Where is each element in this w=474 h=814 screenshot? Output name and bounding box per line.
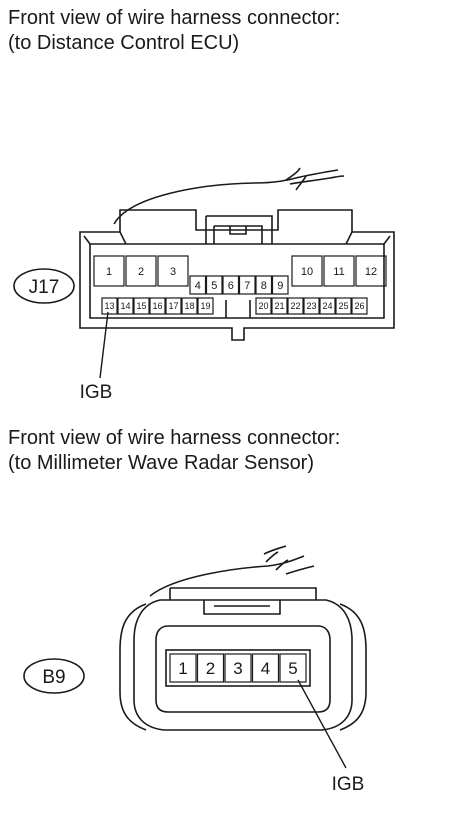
j17-id-ellipse: [13, 268, 75, 304]
j17-pin-6: 6: [228, 280, 234, 292]
j17-harness-wire-2: [289, 175, 345, 185]
j17-pin-5-cell: [205, 275, 223, 295]
j17-pin-11: 11: [333, 266, 344, 278]
j17-pin-7-cell: [238, 275, 256, 295]
connector-b9: [119, 545, 367, 731]
b9-pin-5: 5: [288, 659, 297, 678]
j17-pin-10-cell: [291, 255, 323, 287]
j17-pin-12: 12: [365, 266, 377, 278]
j17-igb-leader: [99, 311, 109, 379]
connector1-heading-line1: Front view of wire harness connector:: [8, 7, 341, 29]
b9-id-ellipse: [23, 658, 85, 694]
b9-housing-outer: [119, 603, 367, 731]
j17-pin-17: 17: [168, 301, 178, 311]
j17-housing: [79, 209, 395, 341]
j17-latch: [205, 215, 273, 244]
j17-pin-13-cell: [101, 297, 118, 315]
j17-pin-23-cell: [303, 297, 320, 315]
b9-housing: [133, 599, 353, 731]
j17-pin-20-cell: [255, 297, 272, 315]
j17-pin-3-cell: [157, 255, 189, 287]
j17-harness-wire-3: [285, 167, 307, 191]
j17-pin-17-cell: [165, 297, 182, 315]
connector2-heading-line2: (to Millimeter Wave Radar Sensor): [8, 452, 315, 474]
j17-pin-4: 4: [195, 280, 201, 292]
j17-inner-frame: [89, 243, 385, 319]
j17-pin-24-cell: [319, 297, 336, 315]
j17-pin-5: 5: [211, 280, 217, 292]
b9-pin-2-cell: [196, 653, 225, 683]
b9-pin-3-cell: [224, 653, 252, 683]
j17-pin-4-cell: [189, 275, 207, 295]
j17-harness-wire: [113, 169, 339, 225]
j17-pin-1-cell: [93, 255, 125, 287]
b9-harness-wire: [149, 555, 305, 597]
b9-harness-wire-3: [265, 551, 289, 571]
j17-pin-18: 18: [184, 301, 194, 311]
j17-pin-12-cell: [355, 255, 387, 287]
b9-igb-label: IGB: [332, 774, 365, 795]
j17-pin-22: 22: [290, 301, 300, 311]
j17-pin-2: 2: [138, 266, 144, 278]
connector2-heading: Front view of wire harness connector: (t…: [8, 426, 340, 476]
j17-pin-10: 10: [301, 266, 313, 278]
j17-pin-24: 24: [322, 301, 332, 311]
j17-pin-21: 21: [274, 301, 284, 311]
connector-j17: [79, 167, 395, 341]
b9-inner-cavity: [155, 625, 331, 713]
connector2-heading-line1: Front view of wire harness connector:: [8, 427, 341, 449]
b9-pin-5-cell: [279, 653, 307, 683]
j17-key-slot: [225, 300, 251, 318]
j17-pin-23: 23: [306, 301, 316, 311]
j17-pin-16-cell: [149, 297, 166, 315]
j17-pin-15: 15: [136, 301, 146, 311]
j17-pin-9-cell: [271, 275, 289, 295]
j17-pin-21-cell: [271, 297, 288, 315]
j17-pin-19-cell: [197, 297, 214, 315]
b9-pin-1: 1: [178, 659, 187, 678]
j17-right-notch: [345, 231, 391, 245]
j17-pin-9: 9: [277, 280, 283, 292]
j17-pin-19: 19: [200, 301, 210, 311]
connector1-heading: Front view of wire harness connector: (t…: [8, 6, 340, 56]
j17-id-label: J17: [29, 277, 60, 298]
j17-pin-25: 25: [338, 301, 348, 311]
b9-igb-leader: [297, 679, 347, 769]
j17-igb-label: IGB: [80, 382, 113, 403]
b9-pin-1-cell: [169, 653, 197, 683]
connector1-heading-line2: (to Distance Control ECU): [8, 32, 240, 54]
j17-pin-8: 8: [261, 280, 267, 292]
j17-pin-3: 3: [170, 266, 176, 278]
b9-pin-4-cell: [251, 653, 280, 683]
b9-pin-2: 2: [206, 659, 215, 678]
j17-pin-8-cell: [255, 275, 273, 295]
j17-left-notch: [83, 231, 127, 245]
j17-pin-22-cell: [287, 297, 304, 315]
b9-latch: [169, 587, 317, 615]
j17-pin-2-cell: [125, 255, 157, 287]
j17-pin-25-cell: [335, 297, 352, 315]
j17-pin-11-cell: [323, 255, 355, 287]
b9-pin-frame: [165, 649, 311, 687]
j17-pin-1: 1: [106, 266, 112, 278]
b9-pin-3: 3: [233, 659, 242, 678]
j17-pin-18-cell: [181, 297, 198, 315]
j17-pin-6-cell: [222, 275, 240, 295]
b9-pin-4: 4: [261, 659, 270, 678]
b9-harness-wire-2: [263, 545, 315, 575]
j17-pin-13: 13: [104, 301, 114, 311]
j17-pin-15-cell: [133, 297, 150, 315]
j17-pin-7: 7: [244, 280, 250, 292]
j17-pin-26-cell: [351, 297, 368, 315]
j17-pin-16: 16: [152, 301, 162, 311]
j17-pin-14: 14: [120, 301, 130, 311]
j17-pin-14-cell: [117, 297, 134, 315]
b9-id-label: B9: [42, 667, 65, 688]
j17-pin-26: 26: [354, 301, 364, 311]
j17-pin-20: 20: [258, 301, 268, 311]
